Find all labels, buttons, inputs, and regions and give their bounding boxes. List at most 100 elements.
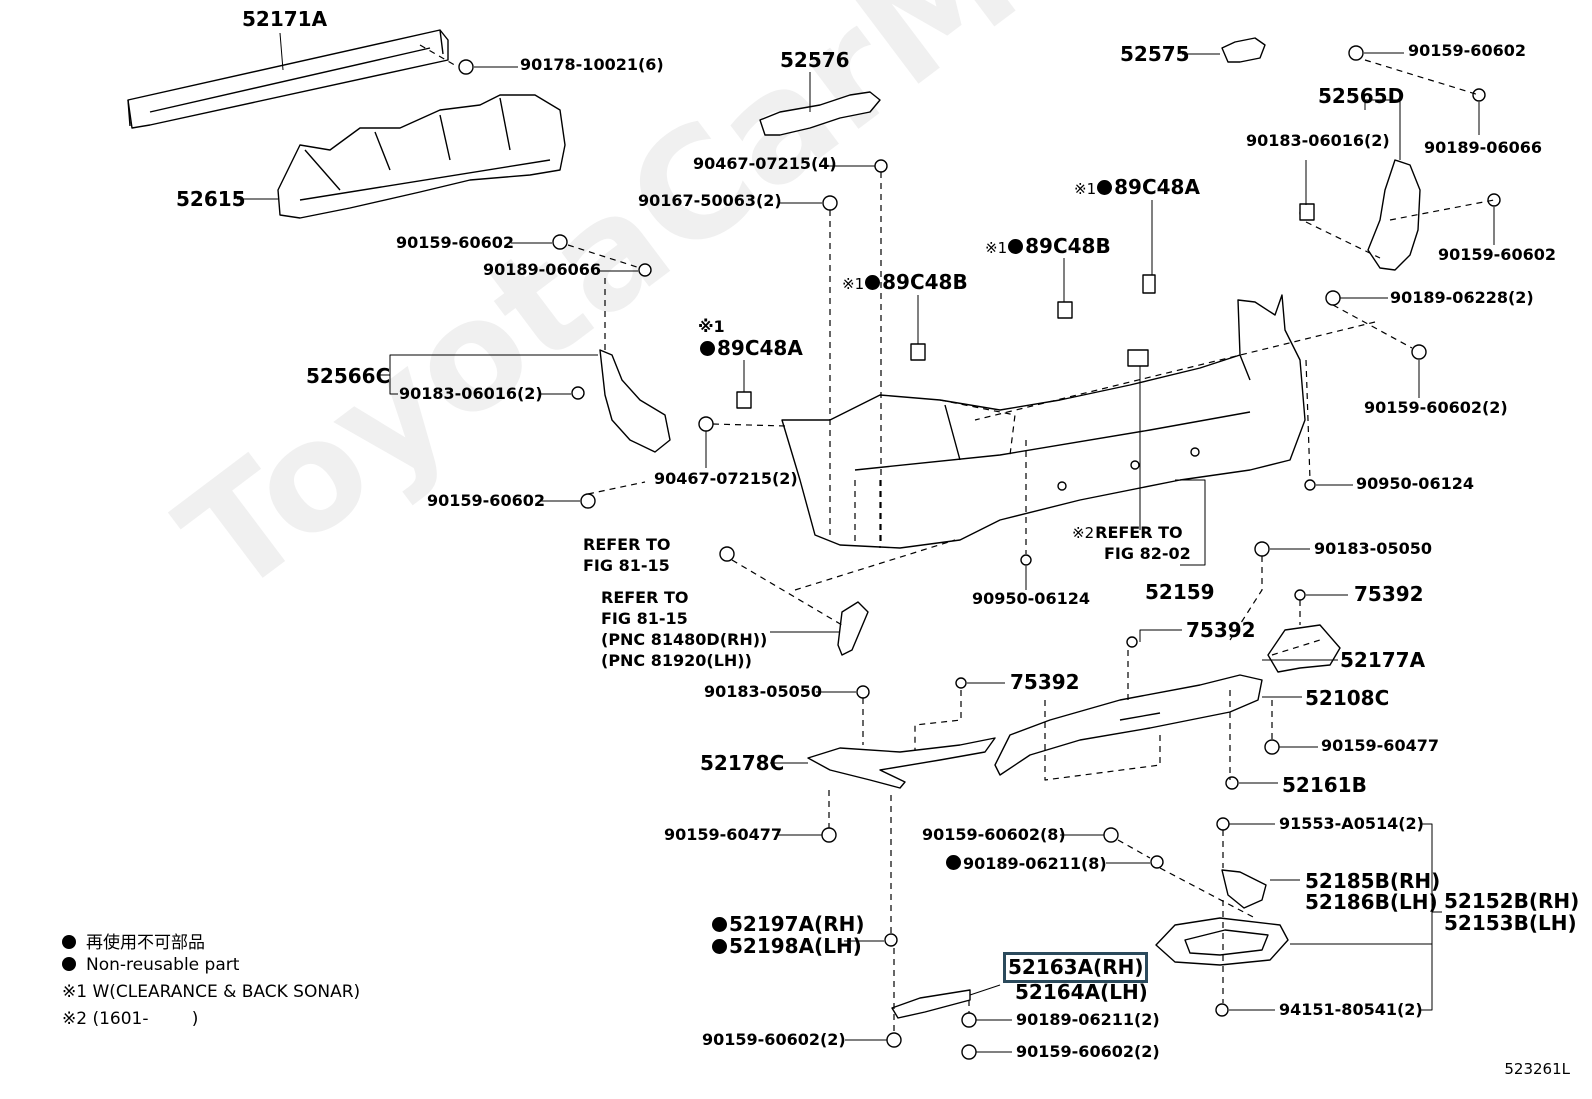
label-pnc-81480d[interactable]: (PNC 81480D(RH)) bbox=[601, 630, 768, 649]
figure-id: 523261L bbox=[1504, 1060, 1570, 1078]
side-bracket-part-52565d bbox=[1367, 159, 1421, 271]
label-89c48b-upper[interactable]: ※1 89C48B bbox=[985, 236, 1111, 257]
label-90159-60602-2-bottom[interactable]: 90159-60602(2) bbox=[1016, 1042, 1160, 1061]
label-90159-60602-2-bottom-left[interactable]: 90159-60602(2) bbox=[702, 1030, 846, 1049]
footnote-mark: ※1 bbox=[1074, 180, 1097, 198]
label-52159[interactable]: 52159 bbox=[1145, 580, 1215, 604]
mud-guard-bracket-part bbox=[891, 989, 971, 1019]
label-90189-06066-right[interactable]: 90189-06066 bbox=[1424, 138, 1542, 157]
reflector-part bbox=[837, 601, 869, 656]
lower-panel-part-52178c bbox=[807, 737, 996, 789]
label-89c48a-left[interactable]: 89C48A bbox=[700, 338, 803, 359]
label-refer-fig-81-15-b[interactable]: REFER TO bbox=[601, 588, 689, 607]
label-90950-06124-right[interactable]: 90950-06124 bbox=[1356, 474, 1474, 493]
label-52177a[interactable]: 52177A bbox=[1340, 648, 1426, 672]
label-52108c[interactable]: 52108C bbox=[1305, 686, 1390, 710]
label-90183-05050-left[interactable]: 90183-05050 bbox=[704, 682, 822, 701]
label-90159-60602-left-lower[interactable]: 90159-60602 bbox=[427, 491, 545, 510]
energy-absorber-part bbox=[277, 94, 566, 219]
label-text: 90189-06211(8) bbox=[963, 854, 1107, 873]
label-75392-center[interactable]: 75392 bbox=[1186, 618, 1256, 642]
non-reusable-icon bbox=[700, 341, 715, 356]
label-90159-60602-8[interactable]: 90159-60602(8) bbox=[922, 825, 1066, 844]
label-90189-06211-8[interactable]: 90189-06211(8) bbox=[946, 855, 1107, 873]
label-52576[interactable]: 52576 bbox=[780, 48, 850, 72]
label-text: 52198A(LH) bbox=[729, 934, 862, 958]
label-90178-10021[interactable]: 90178-10021(6) bbox=[520, 55, 664, 74]
label-90467-07215-4[interactable]: 90467-07215(4) bbox=[693, 154, 837, 173]
label-90183-06016-left[interactable]: 90183-06016(2) bbox=[399, 384, 543, 403]
leader-lines bbox=[237, 32, 1495, 1053]
label-52615[interactable]: 52615 bbox=[176, 187, 246, 211]
garnish-bracket-part bbox=[1221, 869, 1267, 909]
label-refer-fig-82-02[interactable]: ※2REFER TO bbox=[1072, 523, 1183, 542]
label-89c48a-top[interactable]: ※1 89C48A bbox=[1074, 177, 1200, 198]
bracket-part-52177a bbox=[1267, 624, 1341, 673]
footnote-mark-89c48a-left: ※1 bbox=[698, 317, 725, 336]
bracket-part-52575 bbox=[1221, 37, 1266, 63]
bracket-part-52576 bbox=[759, 91, 881, 136]
non-reusable-icon bbox=[1097, 180, 1113, 195]
footnote-mark: ※1 bbox=[985, 239, 1008, 257]
label-52164a[interactable]: 52164A(LH) bbox=[1015, 980, 1148, 1004]
label-90159-60602-2-right[interactable]: 90159-60602(2) bbox=[1364, 398, 1508, 417]
label-52566c[interactable]: 52566C bbox=[306, 364, 391, 388]
label-52186b[interactable]: 52186B(LH) bbox=[1305, 890, 1438, 914]
label-text: 89C48A bbox=[717, 336, 803, 360]
non-reusable-icon bbox=[865, 275, 881, 290]
label-52185b[interactable]: 52185B(RH) bbox=[1305, 869, 1441, 893]
label-91553-a0514[interactable]: 91553-A0514(2) bbox=[1279, 814, 1424, 833]
label-90189-06066-left[interactable]: 90189-06066 bbox=[483, 260, 601, 279]
label-52198a[interactable]: 52198A(LH) bbox=[712, 936, 862, 957]
exhaust-garnish-part bbox=[1155, 917, 1289, 966]
label-90159-60602-top[interactable]: 90159-60602 bbox=[1408, 41, 1526, 60]
legend-jp-text: 再使用不可部品 bbox=[86, 933, 205, 953]
label-90189-06228[interactable]: 90189-06228(2) bbox=[1390, 288, 1534, 307]
label-52565d[interactable]: 52565D bbox=[1318, 84, 1405, 108]
label-text: REFER TO bbox=[1095, 523, 1183, 542]
label-90159-60602-right-lower[interactable]: 90159-60602 bbox=[1438, 245, 1556, 264]
label-52161b[interactable]: 52161B bbox=[1282, 773, 1367, 797]
legend-row-jp: 再使用不可部品 bbox=[62, 928, 360, 955]
label-90189-06211-2[interactable]: 90189-06211(2) bbox=[1016, 1010, 1160, 1029]
non-reusable-icon bbox=[712, 917, 727, 932]
label-75392-left[interactable]: 75392 bbox=[1010, 670, 1080, 694]
non-reusable-icon bbox=[1008, 239, 1024, 254]
label-text: 89C48B bbox=[882, 270, 968, 294]
label-52171a[interactable]: 52171A bbox=[242, 7, 328, 31]
label-90467-07215-2[interactable]: 90467-07215(2) bbox=[654, 469, 798, 488]
label-90183-06016-right[interactable]: 90183-06016(2) bbox=[1246, 131, 1390, 150]
label-refer-fig-81-15-a[interactable]: REFER TO bbox=[583, 535, 671, 554]
footnote-mark: ※2 bbox=[1072, 524, 1095, 542]
non-reusable-icon bbox=[946, 855, 961, 870]
label-90950-06124-center[interactable]: 90950-06124 bbox=[972, 589, 1090, 608]
label-52575[interactable]: 52575 bbox=[1120, 42, 1190, 66]
non-reusable-icon bbox=[712, 939, 727, 954]
legend: 再使用不可部品 Non-reusable part ※1 W(CLEARANCE… bbox=[62, 928, 360, 1036]
label-52178c[interactable]: 52178C bbox=[700, 751, 785, 775]
non-reusable-icon bbox=[62, 957, 76, 971]
label-refer-fig-82-02-line2[interactable]: FIG 82-02 bbox=[1104, 544, 1191, 563]
label-75392-right[interactable]: 75392 bbox=[1354, 582, 1424, 606]
label-90159-60602-left-upper[interactable]: 90159-60602 bbox=[396, 233, 514, 252]
legend-note-1: ※1 W(CLEARANCE & BACK SONAR) bbox=[62, 982, 361, 1002]
side-bracket-part-52566c bbox=[599, 349, 671, 453]
label-52197a[interactable]: 52197A(RH) bbox=[712, 914, 864, 935]
label-refer-fig-81-15-b-line2[interactable]: FIG 81-15 bbox=[601, 609, 688, 628]
label-90159-60477-left[interactable]: 90159-60477 bbox=[664, 825, 782, 844]
label-52153b[interactable]: 52153B(LH) bbox=[1444, 911, 1577, 935]
label-52163a[interactable]: 52163A(RH) bbox=[1002, 952, 1149, 983]
label-pnc-81920[interactable]: (PNC 81920(LH)) bbox=[601, 651, 752, 670]
non-reusable-icon bbox=[62, 935, 76, 949]
label-94151-80541[interactable]: 94151-80541(2) bbox=[1279, 1000, 1423, 1019]
label-refer-fig-81-15-a-line2[interactable]: FIG 81-15 bbox=[583, 556, 670, 575]
label-90167-50063[interactable]: 90167-50063(2) bbox=[638, 191, 782, 210]
label-90159-60477-right[interactable]: 90159-60477 bbox=[1321, 736, 1439, 755]
label-52152b[interactable]: 52152B(RH) bbox=[1444, 889, 1580, 913]
label-90183-05050-right[interactable]: 90183-05050 bbox=[1314, 539, 1432, 558]
label-text: 89C48A bbox=[1114, 175, 1200, 199]
label-text: 89C48B bbox=[1025, 234, 1111, 258]
